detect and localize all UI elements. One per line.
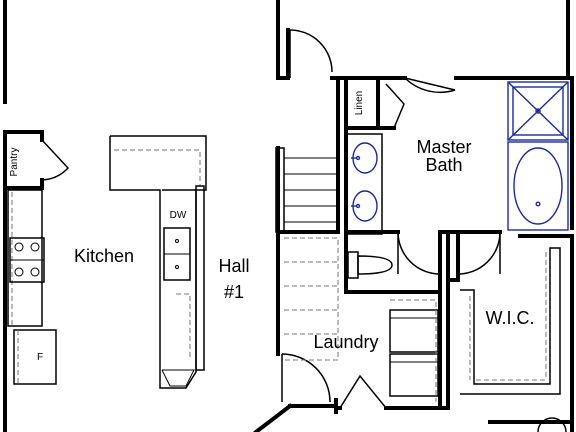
kitchen-island: DW <box>109 135 207 389</box>
hall-label-line1: Hall <box>218 256 249 276</box>
hall-label-line2: #1 <box>224 282 244 302</box>
doors <box>41 29 501 409</box>
master-bath-label-line2: Bath <box>425 155 462 175</box>
master-bath-area: Master Bath Linen <box>345 81 569 235</box>
walls <box>3 0 574 432</box>
refrigerator: F <box>13 329 57 385</box>
fixture-corner <box>537 417 567 432</box>
kitchen-label: Kitchen <box>74 246 134 266</box>
kitchen-area: F DW Kitchen Pantry <box>7 135 207 389</box>
linen-label: Linen <box>354 91 365 115</box>
bathtub-icon <box>507 141 569 231</box>
laundry-area: Laundry <box>313 299 439 402</box>
sink-icon <box>351 190 378 222</box>
sink-icon <box>351 142 378 174</box>
pantry-label: Pantry <box>9 148 20 177</box>
washer-dryer-icon <box>389 309 439 397</box>
stairs <box>275 147 339 361</box>
fridge-label: F <box>37 352 43 363</box>
wic-area: W.I.C. <box>460 247 561 395</box>
shower-icon <box>507 81 569 141</box>
laundry-label: Laundry <box>313 332 378 352</box>
toilet-icon <box>347 251 393 279</box>
dishwasher-label: DW <box>170 210 187 221</box>
hall-area: Hall #1 <box>218 256 249 302</box>
wic-label: W.I.C. <box>486 308 535 328</box>
master-bath-label-line1: Master <box>416 137 471 157</box>
range-stovetop-icon <box>9 237 45 283</box>
